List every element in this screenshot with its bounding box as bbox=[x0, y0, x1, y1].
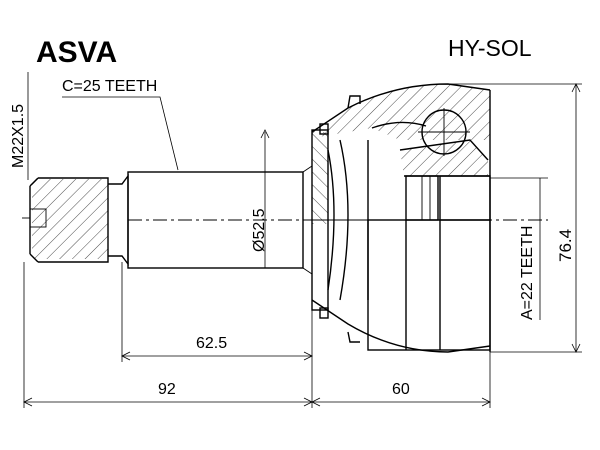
shaft-length-dimension: 62.5 bbox=[121, 262, 313, 362]
c-teeth-leader bbox=[62, 96, 179, 171]
height-dimension: 76.4 bbox=[448, 83, 582, 353]
overall-length-dimensions: 92 60 bbox=[23, 262, 491, 408]
threaded-stub bbox=[22, 177, 109, 263]
height-label: 76.4 bbox=[556, 229, 575, 262]
right-length-label: 60 bbox=[392, 381, 410, 398]
left-length-label: 92 bbox=[158, 381, 176, 398]
a-teeth-label: A=22 TEETH bbox=[519, 226, 536, 320]
c-teeth-label: C=25 TEETH bbox=[62, 78, 157, 95]
shaft-length-label: 62.5 bbox=[196, 335, 227, 352]
thread-label: M22X1.5 bbox=[10, 104, 27, 168]
shaft-neck bbox=[108, 173, 129, 267]
diameter-dimension: Ø52.5 bbox=[251, 129, 270, 268]
bell-housing bbox=[311, 83, 491, 353]
diameter-label: Ø52.5 bbox=[251, 208, 268, 252]
part-code: HY-SOL bbox=[448, 35, 532, 61]
brand-logo: ASVA bbox=[36, 36, 117, 69]
